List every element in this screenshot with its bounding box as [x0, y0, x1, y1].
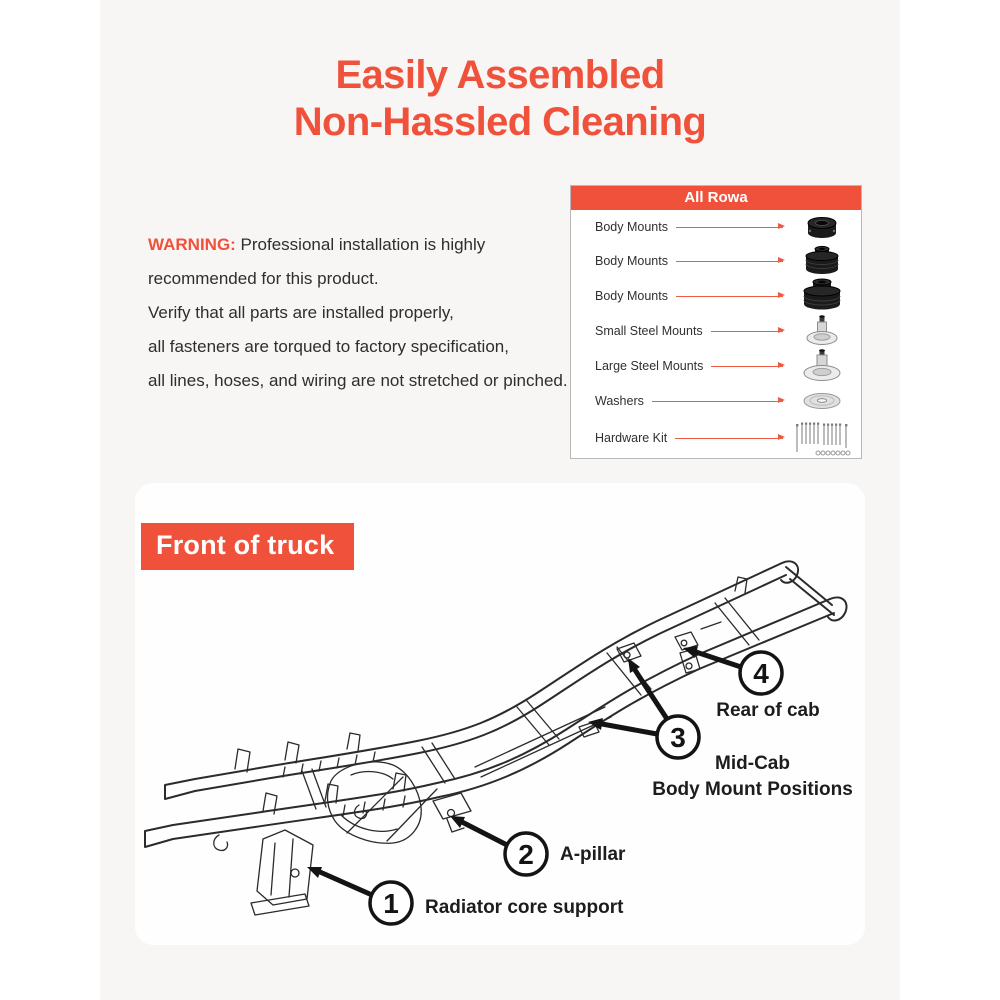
parts-box-header: All Rowa — [571, 186, 861, 210]
warning-block: WARNING: Professional installation is hi… — [148, 236, 588, 406]
part-label: Hardware Kit — [595, 431, 668, 445]
truck-diagram-panel: 1 2 3 4 Front of truck Rear of cab Mid-C… — [135, 483, 865, 945]
right-arrow-icon — [651, 397, 786, 403]
callout-number-1: 1 — [383, 888, 399, 919]
body-mount-short-icon — [793, 210, 851, 244]
right-arrow-icon — [675, 434, 785, 440]
callout-arrow-4 — [683, 646, 744, 670]
mid-cab-line-1: Mid-Cab — [715, 753, 790, 774]
callout-circles: 1 2 3 4 — [368, 650, 784, 926]
warning-line-1: Professional installation is highly — [235, 235, 486, 254]
callout-circle-3: 3 — [655, 714, 701, 760]
washer-icon — [793, 387, 851, 415]
front-of-truck-badge: Front of truck — [141, 523, 355, 570]
part-label: Body Mounts — [595, 220, 668, 234]
right-arrow-icon — [711, 362, 785, 368]
part-row: Body Mounts — [571, 244, 861, 278]
part-row: Washers — [571, 384, 861, 418]
warning-line: recommended for this product. — [148, 269, 379, 288]
truck-frame-diagram: 1 2 3 4 — [144, 560, 848, 926]
warning-line: all lines, hoses, and wiring are not str… — [148, 371, 568, 390]
body-mount-medium-icon — [793, 244, 851, 278]
parts-rows: Body Mounts Body Mounts — [571, 210, 861, 458]
callout-arrow-3b — [588, 718, 660, 737]
right-arrow-icon — [675, 257, 786, 263]
callout-arrow-1 — [307, 867, 375, 898]
part-label: Body Mounts — [595, 254, 668, 268]
truck-frame-details — [213, 576, 760, 916]
callout-arrows — [307, 646, 744, 898]
part-label: Washers — [595, 394, 644, 408]
part-label: Small Steel Mounts — [595, 324, 703, 338]
part-row: Body Mounts — [571, 210, 861, 244]
warning-line: Verify that all parts are installed prop… — [148, 303, 454, 322]
warning-label: WARNING: — [148, 235, 236, 254]
part-row: Hardware Kit — [571, 418, 861, 458]
part-label: Large Steel Mounts — [595, 359, 704, 373]
callout-circle-2: 2 — [503, 831, 549, 877]
right-arrow-icon — [710, 327, 786, 333]
callout-circle-4: 4 — [738, 650, 784, 696]
hardware-kit-icon — [793, 418, 851, 458]
mid-cab-line-2: Body Mount Positions — [652, 779, 853, 800]
part-row: Large Steel Mounts — [571, 348, 861, 384]
right-arrow-icon — [675, 292, 786, 298]
callout-label-radiator-core-support: Radiator core support — [425, 897, 624, 918]
callout-label-a-pillar: A-pillar — [560, 844, 626, 865]
warning-line: WARNING: Professional installation is hi… — [148, 236, 588, 254]
part-row: Small Steel Mounts — [571, 314, 861, 348]
title-line-2: Non-Hassled Cleaning — [293, 100, 707, 144]
part-label: Body Mounts — [595, 289, 668, 303]
warning-line: all fasteners are torqued to factory spe… — [148, 337, 509, 356]
small-steel-mount-icon — [793, 314, 851, 348]
callout-label-rear-of-cab: Rear of cab — [716, 700, 820, 721]
callout-circle-1: 1 — [368, 880, 414, 926]
title-line-1: Easily Assembled — [335, 53, 665, 97]
callout-number-2: 2 — [518, 839, 534, 870]
parts-list-box: All Rowa Body Mounts Body Mounts — [570, 185, 862, 459]
body-mount-tall-icon — [793, 278, 851, 314]
large-steel-mount-icon — [793, 348, 851, 384]
callout-number-4: 4 — [753, 658, 769, 689]
callout-arrow-3a — [628, 658, 670, 722]
callout-arrow-2 — [450, 816, 510, 848]
right-arrow-icon — [675, 223, 786, 229]
callout-number-3: 3 — [670, 722, 686, 753]
part-row: Body Mounts — [571, 278, 861, 314]
